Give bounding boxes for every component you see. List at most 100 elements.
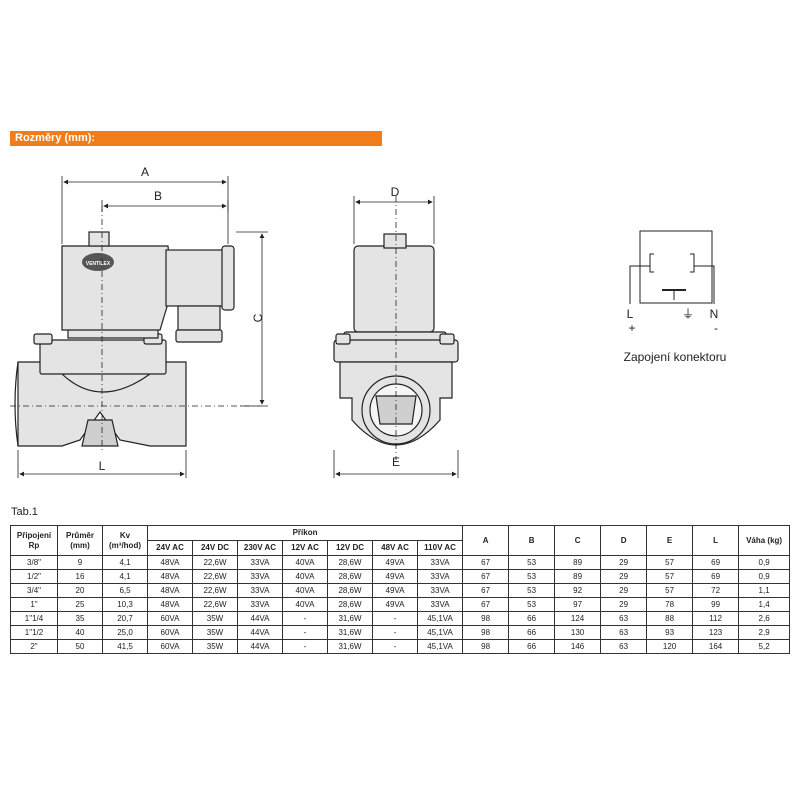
table-cell: 67 — [462, 555, 510, 570]
table-cell: 67 — [462, 569, 510, 584]
table-cell: 53 — [508, 583, 556, 598]
ground-icon: ⏚ — [682, 307, 694, 321]
table-cell: 28,6W — [327, 569, 373, 584]
connector-caption: Zapojení konektoru — [624, 350, 727, 364]
dimension-d — [353, 196, 435, 244]
table-cell: 53 — [508, 555, 556, 570]
table-cell: 25 — [57, 597, 103, 612]
table-cell: 63 — [600, 639, 648, 654]
table-cell: - — [282, 611, 328, 626]
table-label: Tab.1 — [11, 506, 38, 518]
table-cell: 60VA — [147, 639, 193, 654]
section-title: Rozměry (mm): — [15, 132, 96, 144]
dim-e-label: E — [392, 455, 400, 469]
table-cell: 63 — [600, 611, 648, 626]
table-cell: 29 — [600, 597, 648, 612]
table-cell: 93 — [646, 625, 694, 640]
dimension-e — [333, 450, 459, 478]
table-cell: 49VA — [372, 569, 418, 584]
dim-d-label: D — [391, 185, 400, 199]
table-cell: 29 — [600, 555, 648, 570]
table-cell: 22,6W — [192, 569, 238, 584]
table-cell: 112 — [692, 611, 740, 626]
table-cell: - — [282, 639, 328, 654]
table-cell: 33VA — [416, 555, 464, 570]
dimension-c — [236, 231, 268, 407]
table-cell: 2,6 — [738, 611, 791, 626]
table-cell: 67 — [462, 597, 510, 612]
table-cell: 28,6W — [327, 555, 373, 570]
table-cell: 33VA — [416, 569, 464, 584]
table-cell: 97 — [554, 597, 602, 612]
table-cell: 35W — [192, 625, 238, 640]
table-cell: 60VA — [147, 611, 193, 626]
table-cell: 22,6W — [192, 555, 238, 570]
table-cell: 88 — [646, 611, 694, 626]
table-cell: 45,1VA — [416, 611, 464, 626]
table-cell: 67 — [462, 583, 510, 598]
spec-table: Připojení Rp Průměr (mm) Kv (m³/hod) Pří… — [10, 525, 791, 654]
valve-brand-logo: VENTILEX — [82, 253, 114, 271]
table-cell: 53 — [508, 597, 556, 612]
table-cell: 35W — [192, 611, 238, 626]
table-cell: 31,6W — [327, 625, 373, 640]
col-110vac: 110V AC — [416, 540, 464, 556]
table-cell: 44VA — [237, 611, 283, 626]
table-cell: 33VA — [416, 597, 464, 612]
table-cell: 49VA — [372, 597, 418, 612]
table-cell: 48VA — [147, 569, 193, 584]
table-cell: 99 — [692, 597, 740, 612]
table-cell: 63 — [600, 625, 648, 640]
table-cell: 60VA — [147, 625, 193, 640]
col-12vdc: 12V DC — [327, 540, 373, 556]
table-cell: 35 — [57, 611, 103, 626]
section-header-bar: Rozměry (mm): — [10, 131, 382, 146]
table-cell: 40 — [57, 625, 103, 640]
connector-plus: + — [628, 321, 635, 335]
table-cell: 16 — [57, 569, 103, 584]
table-cell: 33VA — [237, 569, 283, 584]
dimension-b — [101, 200, 229, 212]
table-cell: 35W — [192, 639, 238, 654]
table-cell: 0,9 — [738, 555, 791, 570]
table-cell: - — [282, 625, 328, 640]
col-pripojeni: Připojení Rp — [10, 525, 58, 556]
dim-l-label: L — [99, 459, 106, 473]
col-l: L — [692, 525, 740, 556]
table-cell: 130 — [554, 625, 602, 640]
table-cell: 123 — [692, 625, 740, 640]
table-cell: 57 — [646, 569, 694, 584]
table-cell: 40VA — [282, 583, 328, 598]
table-cell: - — [372, 639, 418, 654]
table-cell: 66 — [508, 639, 556, 654]
col-prikon: Příkon — [146, 525, 464, 541]
table-cell: 48VA — [147, 597, 193, 612]
table-cell: 33VA — [237, 555, 283, 570]
table-cell: 28,6W — [327, 583, 373, 598]
valve-side-view — [14, 231, 235, 447]
dimension-l — [17, 450, 187, 478]
col-12vac: 12V AC — [282, 540, 328, 556]
col-24vdc: 24V DC — [192, 540, 238, 556]
table-cell: 4,1 — [102, 555, 148, 570]
table-cell: 69 — [692, 555, 740, 570]
table-cell: 22,6W — [192, 583, 238, 598]
connector-minus: - — [714, 321, 718, 335]
table-cell: 1/2" — [10, 569, 58, 584]
table-cell: 124 — [554, 611, 602, 626]
table-cell: 69 — [692, 569, 740, 584]
table-cell: 1,4 — [738, 597, 791, 612]
table-cell: 3/4" — [10, 583, 58, 598]
dimension-a — [61, 176, 229, 244]
table-cell: 49VA — [372, 555, 418, 570]
col-vaha: Váha (kg) — [738, 525, 791, 556]
table-cell: 98 — [462, 611, 510, 626]
dim-b-label: B — [154, 189, 162, 203]
table-cell: 1,1 — [738, 583, 791, 598]
